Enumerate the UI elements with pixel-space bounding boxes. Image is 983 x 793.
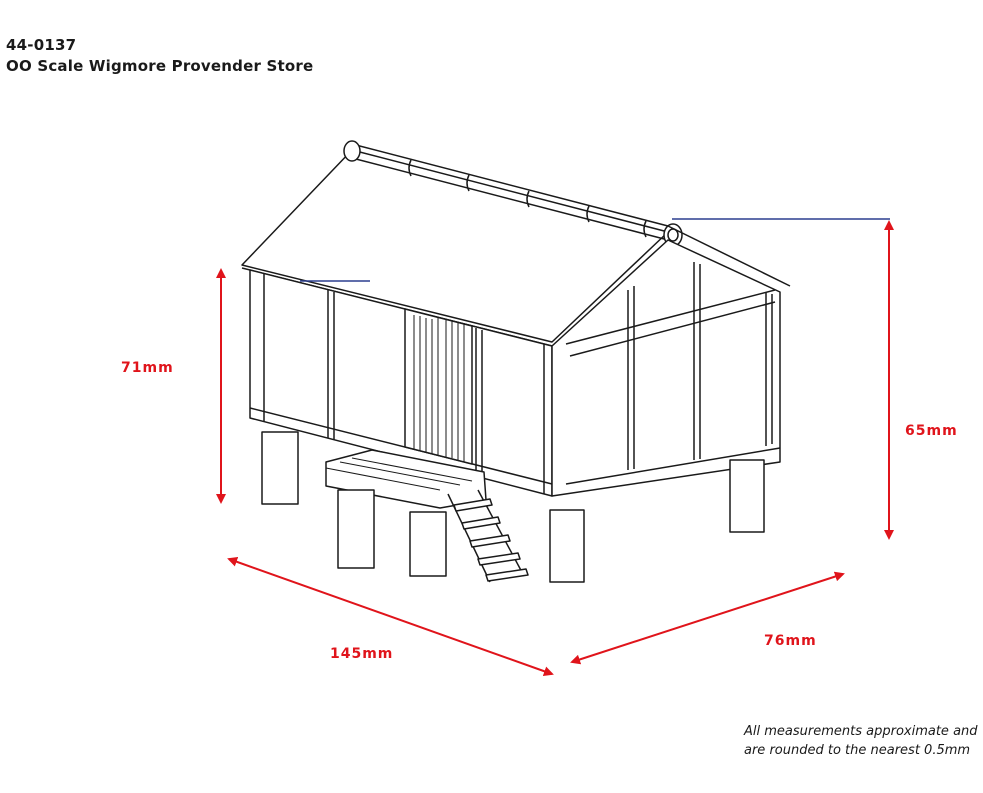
length-label: 145mm <box>330 646 394 662</box>
leader-lines <box>300 218 890 282</box>
length-arrow <box>227 556 554 677</box>
depth-arrow <box>570 571 845 665</box>
dimension-arrows <box>216 220 894 677</box>
roof <box>241 149 669 343</box>
height-ridge-label: 65mm <box>905 423 958 439</box>
building-illustration <box>241 140 791 583</box>
footnote-line-2: are rounded to the nearest 0.5mm <box>744 743 971 758</box>
measurement-footnote: All measurements approximate and are rou… <box>744 722 978 760</box>
depth-label: 76mm <box>764 633 817 649</box>
product-name: OO Scale Wigmore Provender Store <box>6 57 314 75</box>
height-front-label: 71mm <box>121 360 174 376</box>
product-code: 44-0137 <box>6 36 77 54</box>
footnote-line-1: All measurements approximate and <box>744 724 978 739</box>
